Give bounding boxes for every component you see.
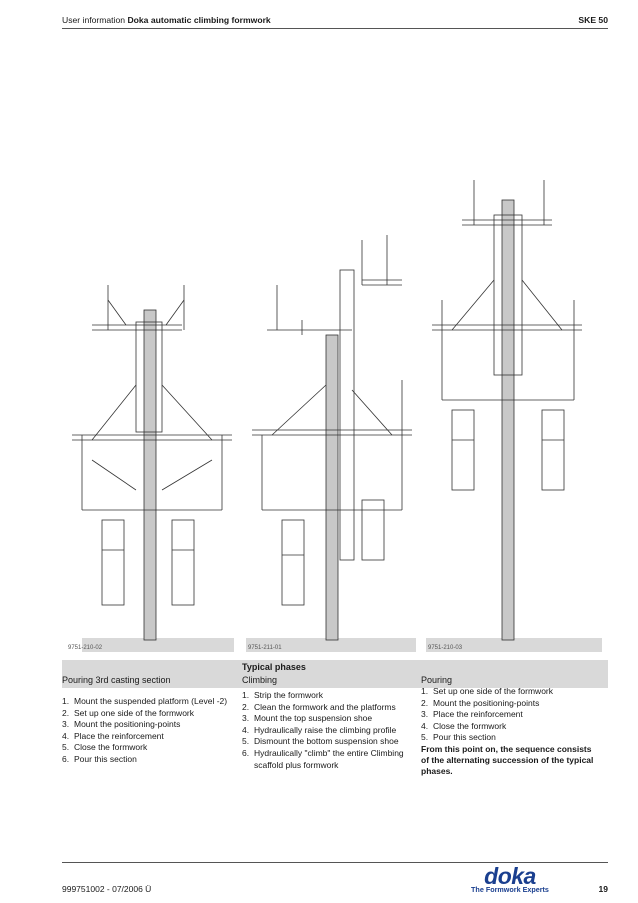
list-item: 4.Hydraulically raise the climbing profi… <box>242 724 397 735</box>
header-product: SKE 50 <box>578 15 608 25</box>
header-left: User information Doka automatic climbing… <box>62 12 271 28</box>
sequence-note: From this point on, the sequence consist… <box>421 744 594 776</box>
steps-pouring: 1.Set up one side of the formwork 2.Moun… <box>421 686 603 744</box>
footer-divider <box>62 862 608 863</box>
list-item: 2.Mount the positioning-points <box>421 697 540 708</box>
figure-code-1: 9751-210-02 <box>68 645 103 651</box>
list-item: 6.Hydraulically "climb" the entire Climb… <box>242 747 404 770</box>
list-item: 4.Close the formwork <box>421 720 507 731</box>
steps-climbing: 1.Strip the formwork 2.Clean the formwor… <box>242 690 418 771</box>
header-prefix: User information <box>62 15 126 25</box>
document-number: 999751002 - 07/2006 Ü <box>62 884 152 894</box>
column-heading-pouring-3rd: Pouring 3rd casting section <box>62 675 171 685</box>
list-item: 5.Pour this section <box>421 732 496 743</box>
header-title: Doka automatic climbing formwork <box>127 15 271 25</box>
list-item: 1.Mount the suspended platform (Level -2… <box>62 696 228 706</box>
list-item: 6.Pour this section <box>62 753 137 764</box>
list-item: 3.Place the reinforcement <box>421 709 523 720</box>
list-item: 1.Strip the formwork <box>242 690 323 700</box>
list-item: 3.Mount the top suspension shoe <box>242 713 373 724</box>
formwork-drawings <box>72 180 602 652</box>
steps-pouring-3rd: 1.Mount the suspended platform (Level -2… <box>62 696 240 766</box>
list-item: 5.Dismount the bottom suspension shoe <box>242 736 399 747</box>
list-item: 2.Set up one side of the formwork <box>62 707 195 718</box>
logo-tagline: The Formwork Experts <box>471 885 549 894</box>
doka-logo: doka The Formwork Experts <box>470 863 550 897</box>
list-item: 2.Clean the formwork and the platforms <box>242 701 396 712</box>
figure-pouring <box>426 180 602 652</box>
column-heading-climbing: Climbing <box>242 675 278 685</box>
figure-pouring-3rd <box>72 285 234 652</box>
phases-band <box>62 660 608 688</box>
list-item: 1.Set up one side of the formwork <box>421 686 554 696</box>
list-item: 3.Mount the positioning-points <box>62 719 181 730</box>
climbing-figures: 9751-210-02 9751-211-01 9751-210-03 <box>62 160 608 660</box>
figure-code-3: 9751-210-03 <box>428 645 463 651</box>
logo-word: doka <box>484 863 536 889</box>
figure-code-2: 9751-211-01 <box>248 645 282 651</box>
list-item: 5.Close the formwork <box>62 742 148 753</box>
column-heading-pouring: Pouring <box>421 675 453 685</box>
figure-climbing <box>246 235 416 652</box>
typical-phases-title: Typical phases <box>242 662 306 672</box>
page-header: User information Doka automatic climbing… <box>62 12 608 29</box>
page-number: 19 <box>598 884 608 894</box>
list-item: 4.Place the reinforcement <box>62 730 164 741</box>
